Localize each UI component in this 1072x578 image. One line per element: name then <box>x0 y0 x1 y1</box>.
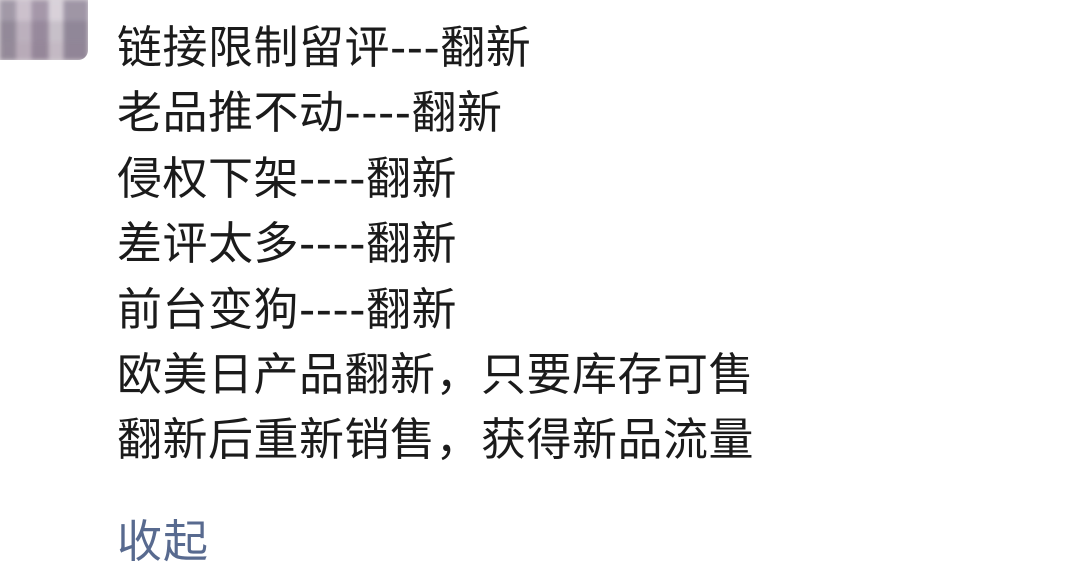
post-line: 欧美日产品翻新，只要库存可售 <box>117 348 755 402</box>
post-line: 老品推不动----翻新 <box>117 86 503 140</box>
post-line: 链接限制留评---翻新 <box>117 21 532 74</box>
post-line: 翻新后重新销售，获得新品流量 <box>117 413 755 467</box>
post-line: 前台变狗----翻新 <box>117 282 457 336</box>
avatar[interactable] <box>0 0 88 60</box>
post-line: 侵权下架----翻新 <box>117 151 457 205</box>
collapse-link[interactable]: 收起 <box>117 515 210 568</box>
avatar-image <box>0 0 88 60</box>
post-body: 链接限制留评---翻新 老品推不动----翻新 侵权下架----翻新 差评太多-… <box>117 15 1048 473</box>
post-line: 差评太多----翻新 <box>117 217 457 271</box>
